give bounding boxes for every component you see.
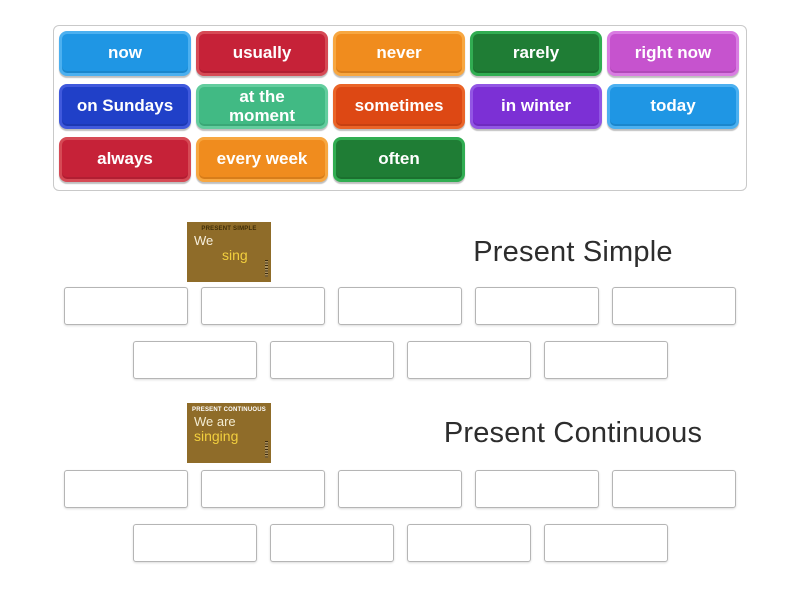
word-tile-label: at the moment: [228, 87, 296, 125]
word-tile[interactable]: every week: [196, 137, 328, 182]
image-caption: PRESENT CONTINUOUS: [192, 407, 266, 413]
answer-slot[interactable]: [64, 470, 188, 508]
answer-slot[interactable]: [406, 524, 531, 562]
word-tile-label: on Sundays: [76, 96, 174, 116]
answer-slot[interactable]: [475, 287, 599, 325]
word-tile[interactable]: rarely: [470, 31, 602, 76]
group-image-area: PRESENT CONTINUOUS We are singing: [57, 403, 401, 463]
word-tile-label: in winter: [501, 96, 571, 116]
word-tile-label: rarely: [512, 43, 560, 63]
answer-slot[interactable]: [543, 341, 668, 379]
word-tile[interactable]: sometimes: [333, 84, 465, 129]
word-tile[interactable]: often: [333, 137, 465, 182]
present-simple-slot-row-2: [0, 341, 800, 379]
word-tile[interactable]: in winter: [470, 84, 602, 129]
answer-slot[interactable]: [612, 287, 736, 325]
group-title-present-continuous: Present Continuous: [443, 416, 703, 449]
group-title-area: Present Continuous: [401, 403, 745, 463]
answer-slot[interactable]: [132, 341, 257, 379]
image-text-line1: We are: [194, 414, 236, 429]
answer-slot[interactable]: [338, 287, 462, 325]
answer-slot[interactable]: [201, 287, 325, 325]
group-header-present-continuous: PRESENT CONTINUOUS We are singing Presen…: [57, 403, 745, 463]
present-continuous-slot-row-1: [0, 470, 800, 508]
image-caption: PRESENT SIMPLE: [201, 226, 257, 232]
word-tile[interactable]: never: [333, 31, 465, 76]
present-simple-image: PRESENT SIMPLE We sing: [187, 222, 271, 282]
word-tile[interactable]: on Sundays: [59, 84, 191, 129]
answer-slot[interactable]: [269, 524, 394, 562]
answer-slot[interactable]: [269, 341, 394, 379]
group-header-present-simple: PRESENT SIMPLE We sing Present Simple: [57, 222, 745, 282]
word-tile-label: every week: [216, 149, 308, 169]
word-tile[interactable]: now: [59, 31, 191, 76]
word-tile-label: always: [97, 149, 153, 169]
word-tile[interactable]: usually: [196, 31, 328, 76]
present-continuous-slot-row-2: [0, 524, 800, 562]
group-title-area: Present Simple: [401, 222, 745, 282]
word-tile-label: right now: [634, 43, 712, 63]
answer-slot[interactable]: [406, 341, 531, 379]
word-tile-label: today: [650, 96, 696, 116]
answer-slot[interactable]: [201, 470, 325, 508]
word-bank: now usually never rarely right now on Sundays…: [53, 25, 747, 191]
word-tile[interactable]: always: [59, 137, 191, 182]
word-tile-label: now: [108, 43, 142, 63]
word-tile-label: sometimes: [354, 96, 444, 116]
image-text-line1: We: [194, 233, 214, 248]
answer-slot[interactable]: [475, 470, 599, 508]
group-image-area: PRESENT SIMPLE We sing: [57, 222, 401, 282]
word-tile[interactable]: today: [607, 84, 739, 129]
answer-slot[interactable]: [64, 287, 188, 325]
word-tile-label: often: [378, 149, 420, 169]
word-tile[interactable]: right now: [607, 31, 739, 76]
word-tile[interactable]: at the moment: [196, 84, 328, 129]
present-continuous-image: PRESENT CONTINUOUS We are singing: [187, 403, 271, 463]
watermark: [265, 260, 268, 277]
answer-slot[interactable]: [132, 524, 257, 562]
watermark: [265, 441, 268, 458]
present-simple-slot-row-1: [0, 287, 800, 325]
word-tile-label: usually: [232, 43, 292, 63]
image-text-line2: sing: [222, 247, 248, 264]
group-title-present-simple: Present Simple: [473, 235, 673, 268]
answer-slot[interactable]: [543, 524, 668, 562]
answer-slot[interactable]: [612, 470, 736, 508]
word-tile-label: never: [376, 43, 422, 63]
image-text-line2: singing: [194, 428, 239, 445]
answer-slot[interactable]: [338, 470, 462, 508]
